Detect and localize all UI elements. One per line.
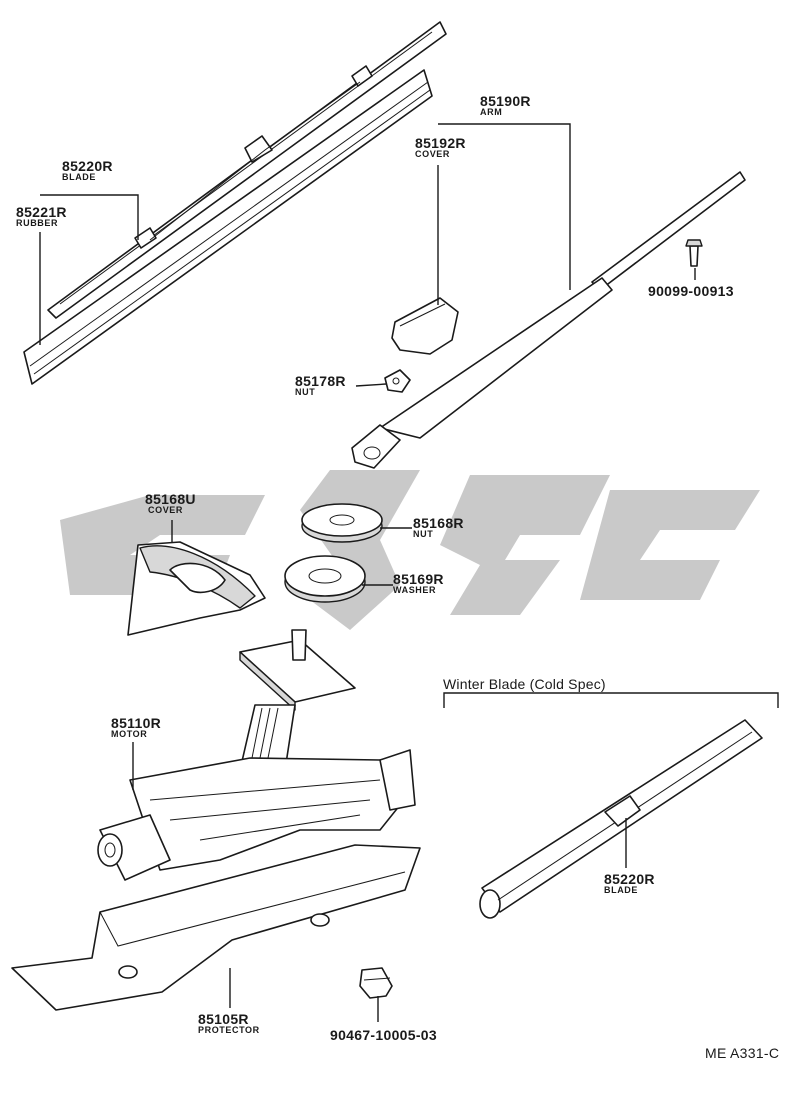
clip-90467-10005-03	[359, 967, 393, 999]
leader-lines	[39, 123, 779, 1022]
cover-85192R	[391, 297, 459, 355]
part-number-screw: 90099-00913	[648, 283, 734, 299]
part-number-nut-small: 85178R	[295, 373, 346, 389]
part-number-arm: 85190R	[480, 93, 531, 109]
part-number-washer: 85169R	[393, 571, 444, 587]
part-number-blade: 85220R	[62, 158, 113, 174]
part-name-nut-small: NUT	[295, 387, 316, 397]
part-number-clip: 90467-10005-03	[330, 1027, 437, 1043]
rubber-85221R	[23, 69, 433, 385]
part-name-blade: BLADE	[62, 172, 96, 182]
winter-blade-title: Winter Blade (Cold Spec)	[443, 676, 606, 692]
motor-85110R	[97, 629, 416, 881]
nut-85168R	[301, 503, 383, 543]
blade-85220R	[47, 21, 447, 319]
part-number-nut-pivot: 85168R	[413, 515, 464, 531]
winter-blade-85220R	[479, 719, 763, 919]
part-name-rubber: RUBBER	[16, 218, 59, 228]
part-name-arm: ARM	[480, 107, 503, 117]
part-number-protector: 85105R	[198, 1011, 249, 1027]
part-number-cover-arm: 85192R	[415, 135, 466, 151]
part-number-winter-blade: 85220R	[604, 871, 655, 887]
part-number-cover-base: 85168U	[145, 491, 196, 507]
part-name-cover-arm: COVER	[415, 149, 451, 159]
part-name-winter-blade: BLADE	[604, 885, 638, 895]
cover-85168U	[127, 541, 266, 636]
part-name-protector: PROTECTOR	[198, 1025, 260, 1035]
part-name-cover-base: COVER	[148, 505, 184, 515]
screw-90099-00913	[685, 239, 703, 267]
part-name-washer: WASHER	[393, 585, 437, 595]
arm-85190R	[351, 171, 746, 469]
part-number-motor: 85110R	[111, 715, 162, 731]
part-name-nut-pivot: NUT	[413, 529, 434, 539]
washer-85169R	[284, 555, 366, 603]
protector-85105R	[11, 844, 421, 1011]
nut-85178R	[384, 369, 411, 393]
part-name-motor: MOTOR	[111, 729, 148, 739]
diagram-code: ME A331-C	[705, 1045, 780, 1061]
part-number-rubber: 85221R	[16, 204, 67, 220]
